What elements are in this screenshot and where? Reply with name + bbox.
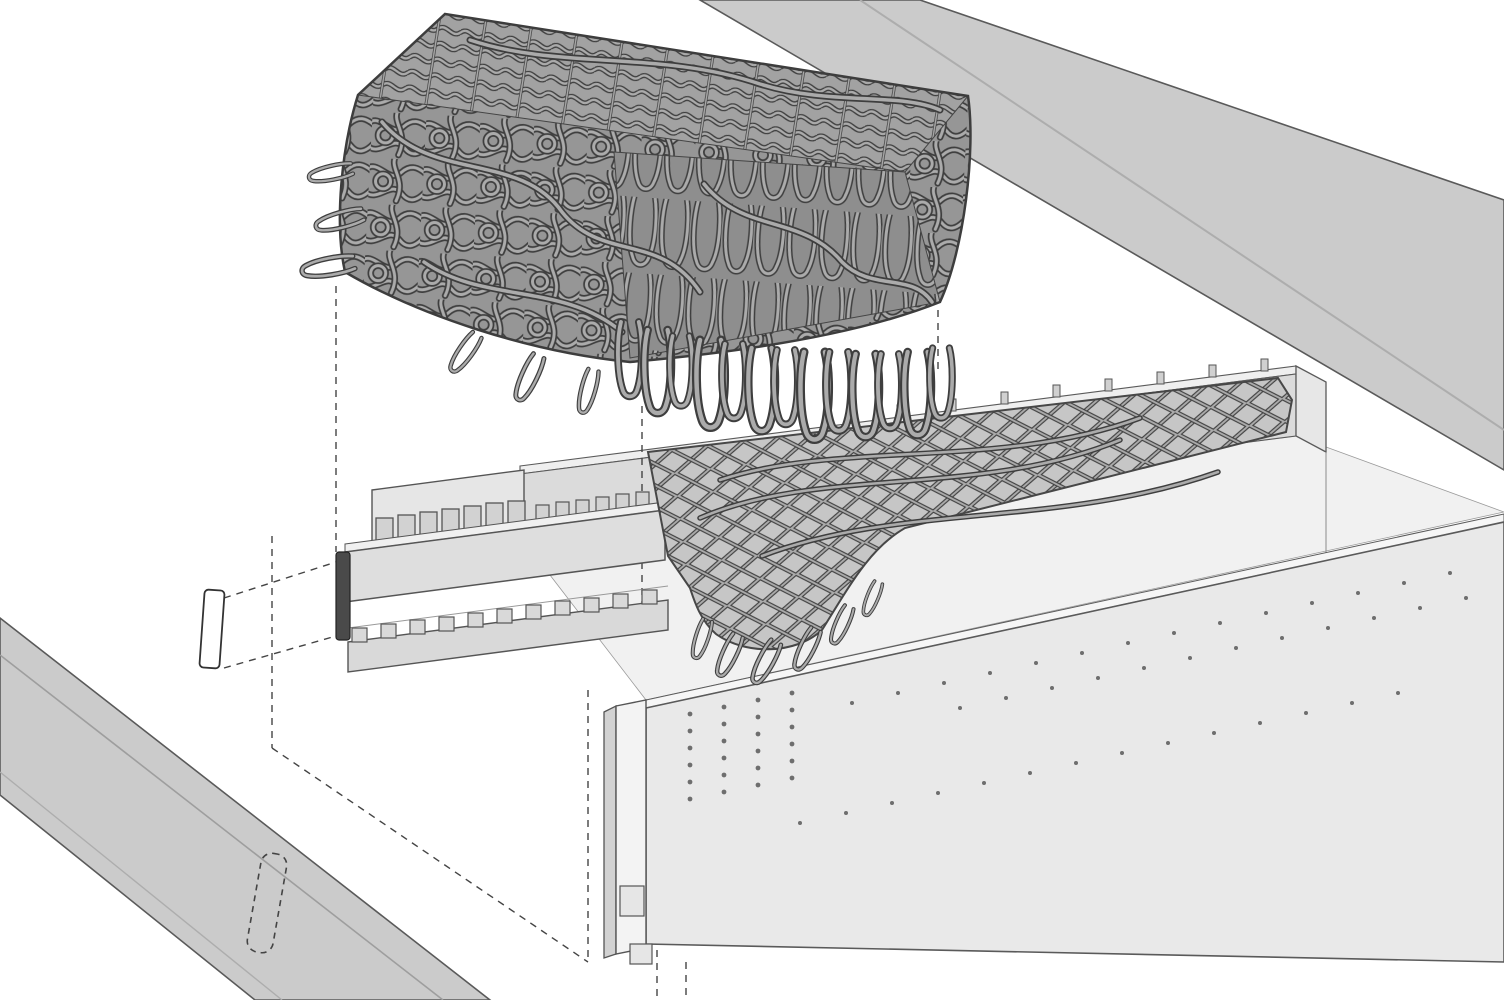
trough-end-cap — [1295, 364, 1327, 454]
panel-strip-foot — [629, 943, 653, 965]
panel-end-strip — [603, 699, 653, 965]
toothed-rail-assembly — [335, 469, 669, 673]
woven-module-exploded — [301, 12, 972, 440]
near-wall-panel — [603, 513, 1504, 965]
seated-mesh-accents — [697, 415, 1221, 559]
rail-end-cap-dark — [335, 551, 351, 641]
woven-module-seated — [646, 376, 1294, 686]
dowel-plug — [198, 588, 226, 670]
block-accent-tubes — [378, 36, 944, 336]
slot-outline-dashed — [246, 852, 288, 954]
panel-strip-tab — [619, 885, 645, 917]
background-plane-lower-left — [0, 616, 492, 1000]
comb-teeth — [351, 589, 658, 643]
